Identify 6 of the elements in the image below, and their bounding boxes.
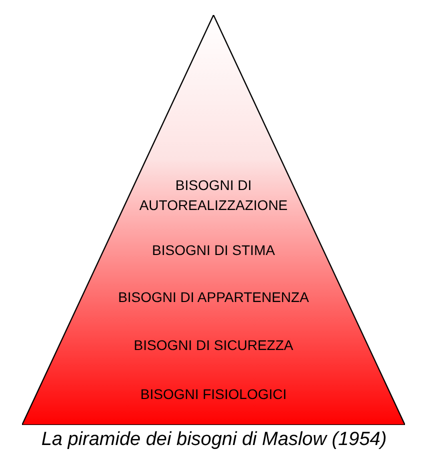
level-label: BISOGNI DI SICUREZZA [134,337,294,353]
level-label: BISOGNI DI APPARTENENZA [118,289,309,305]
level-label: BISOGNI DI STIMA [152,242,275,258]
caption: La piramide dei bisogni di Maslow (1954) [41,429,387,450]
level-label: BISOGNI DI AUTOREALIZZAZIONE [139,177,288,213]
level-label: BISOGNI FISIOLOGICI [140,386,287,402]
